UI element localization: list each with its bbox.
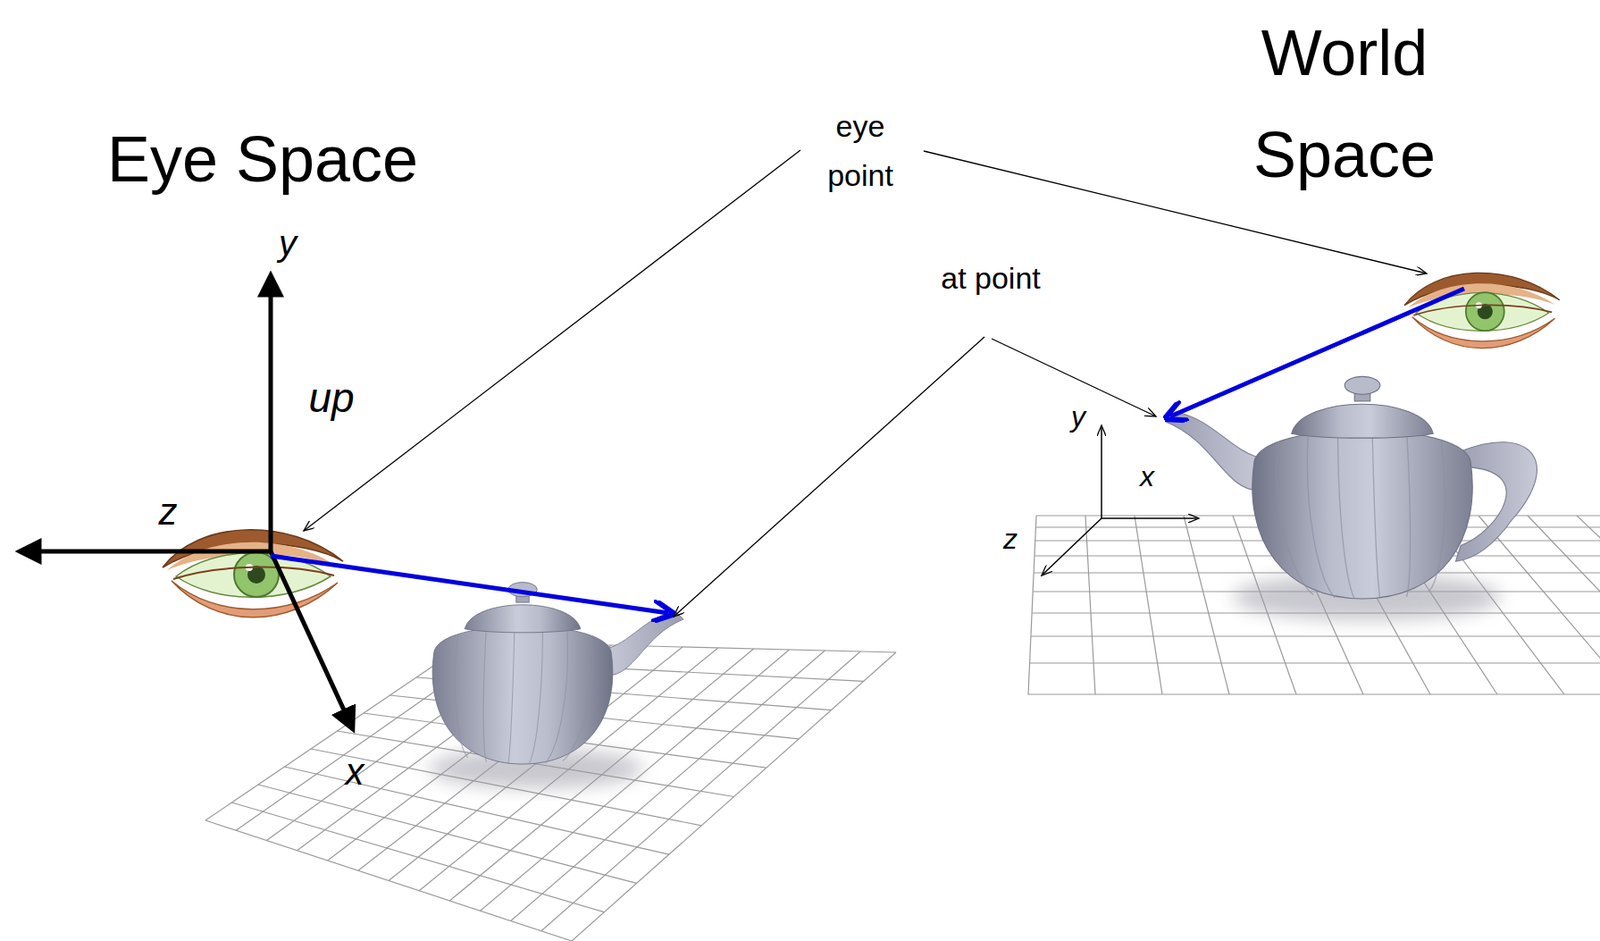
space-title: Eye Space (107, 120, 419, 198)
grid-line (1028, 693, 1600, 695)
grid-line (1527, 515, 1600, 695)
axis-label: x (1139, 459, 1155, 494)
grid-line (258, 784, 637, 883)
z-axis (1041, 518, 1102, 576)
x-axis (1101, 517, 1199, 520)
grid-line (1183, 515, 1230, 695)
x-axis (270, 551, 352, 728)
teapot (1165, 376, 1537, 599)
view-vector (270, 555, 669, 613)
axis-label: x (345, 750, 365, 794)
axis-label: z (159, 490, 178, 534)
z-axis (21, 549, 271, 554)
view-vector (1170, 288, 1465, 417)
grid-line (1134, 515, 1163, 695)
eye-icon (162, 529, 344, 618)
grid-line (1576, 515, 1600, 695)
y-axis (268, 276, 274, 552)
grid-line (1030, 661, 1600, 663)
grid-line (232, 802, 605, 913)
axis-label: y (1071, 399, 1086, 434)
callout-label: eye point (810, 101, 911, 201)
leader-line (303, 150, 801, 531)
grid-line (205, 820, 572, 941)
y-axis (1100, 425, 1103, 519)
axis-label: z (1003, 521, 1018, 556)
grid-line (1028, 515, 1037, 695)
grid-line (1478, 515, 1600, 695)
space-title: World Space (1232, 1, 1457, 206)
grid-line (1030, 635, 1600, 637)
eye-icon (1404, 272, 1560, 348)
axis-label: up (308, 374, 354, 421)
leader-line (673, 336, 985, 617)
grid-line (1085, 515, 1096, 695)
axis-label: y (278, 222, 297, 264)
callout-label: at point (940, 253, 1041, 303)
